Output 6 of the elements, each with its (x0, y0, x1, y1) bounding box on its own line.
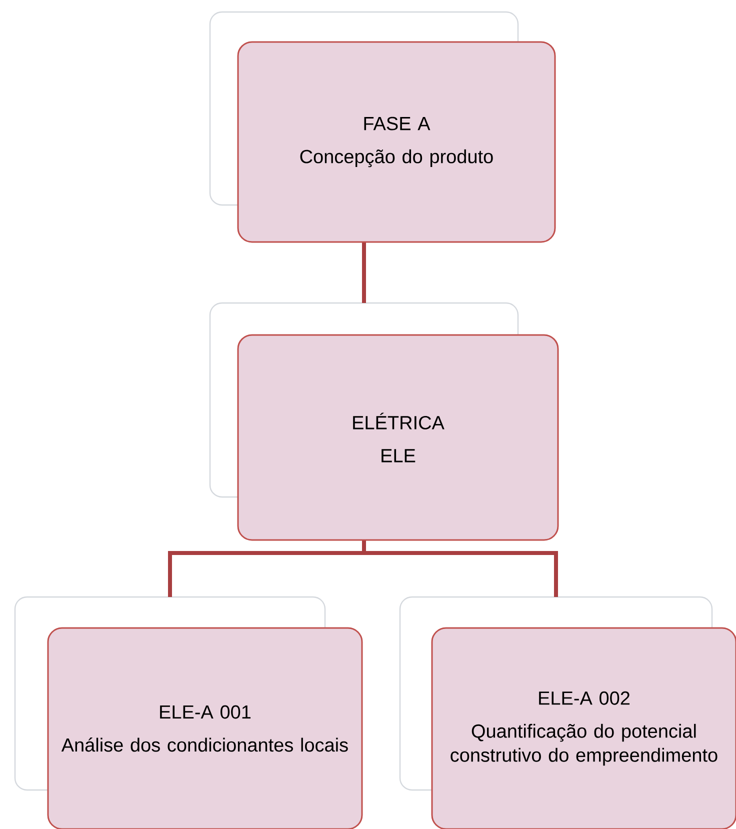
process-box: FASE A Concepção do produto (237, 41, 556, 243)
process-box: ELE-A 002 Quantificação do potencial construtivo do empreendimento (431, 627, 736, 829)
connector-line (362, 540, 558, 597)
process-box: ELÉTRICA ELE (237, 334, 559, 541)
process-box: ELE-A 001 Análise dos condicionantes locais (47, 627, 363, 829)
connector-line (362, 242, 366, 303)
